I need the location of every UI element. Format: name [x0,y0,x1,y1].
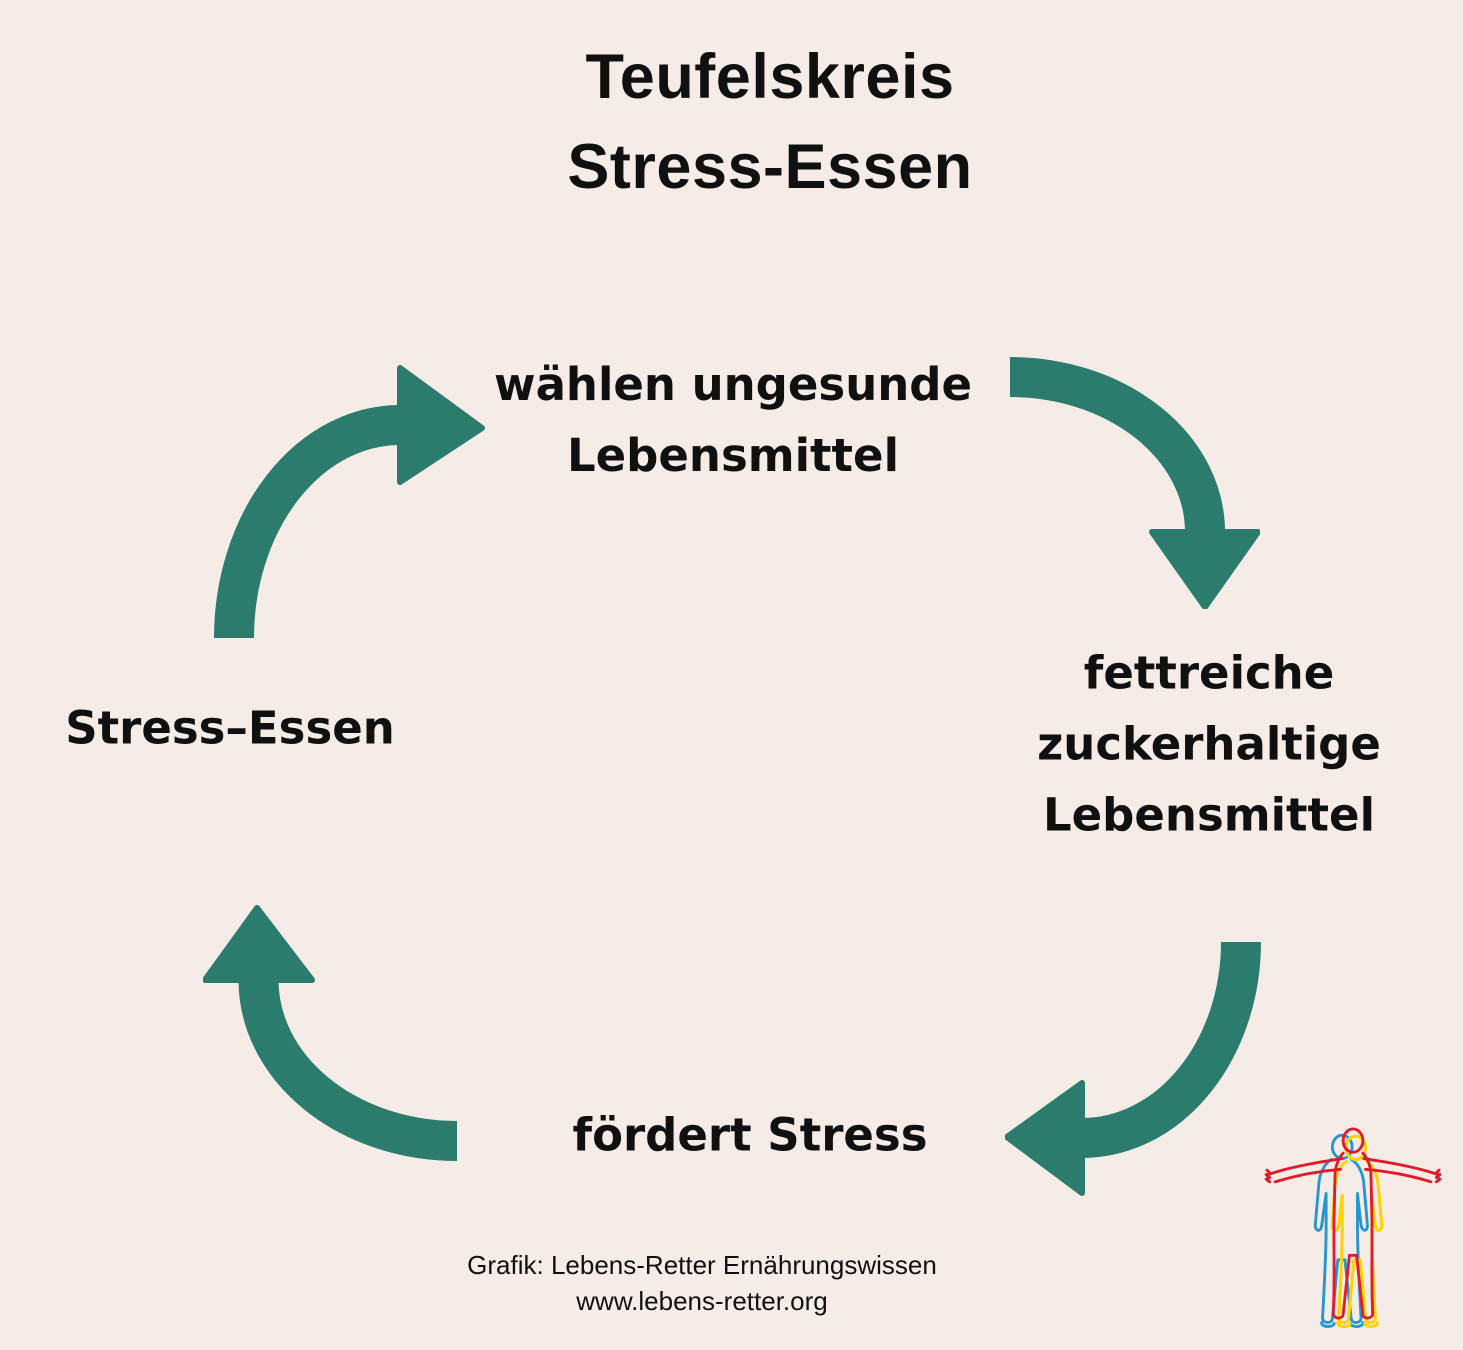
credit-text: Grafik: Lebens-Retter Ernährungswissen w… [467,1247,937,1319]
cycle-node-left: Stress–Essen [65,693,395,764]
cycle-node-bottom-line1: fördert Stress [572,1108,928,1162]
cycle-node-top: wählen ungesunde Lebensmittel [494,349,972,491]
credit-line2: www.lebens-retter.org [576,1286,828,1316]
page-title-line2: Stress-Essen [567,132,973,202]
cycle-node-left-line1: Stress–Essen [65,701,395,755]
page-title: Teufelskreis Stress-Essen [567,32,972,212]
curved-arrow-bottom-to-left-icon [203,905,458,1161]
curved-arrow-right-to-bottom-icon [1005,941,1261,1196]
cycle-node-right-line2: zuckerhaltige [1037,717,1381,771]
lebens-retter-human-figure-logo-icon [1264,1127,1442,1329]
cycle-node-right-line3: Lebensmittel [1042,788,1376,842]
page-title-line1: Teufelskreis [585,42,955,112]
cycle-node-top-line2: Lebensmittel [566,429,900,482]
cycle-node-right-line1: fettreiche [1083,646,1335,700]
cycle-node-top-line1: wählen ungesunde [493,358,973,411]
curved-arrow-top-to-right-icon [1009,357,1260,609]
credit-line1: Grafik: Lebens-Retter Ernährungswissen [467,1250,937,1280]
cycle-node-bottom: fördert Stress [573,1100,928,1171]
curved-arrow-left-to-top-icon [214,365,485,639]
cycle-node-right: fettreiche zuckerhaltige Lebensmittel [1037,638,1381,851]
